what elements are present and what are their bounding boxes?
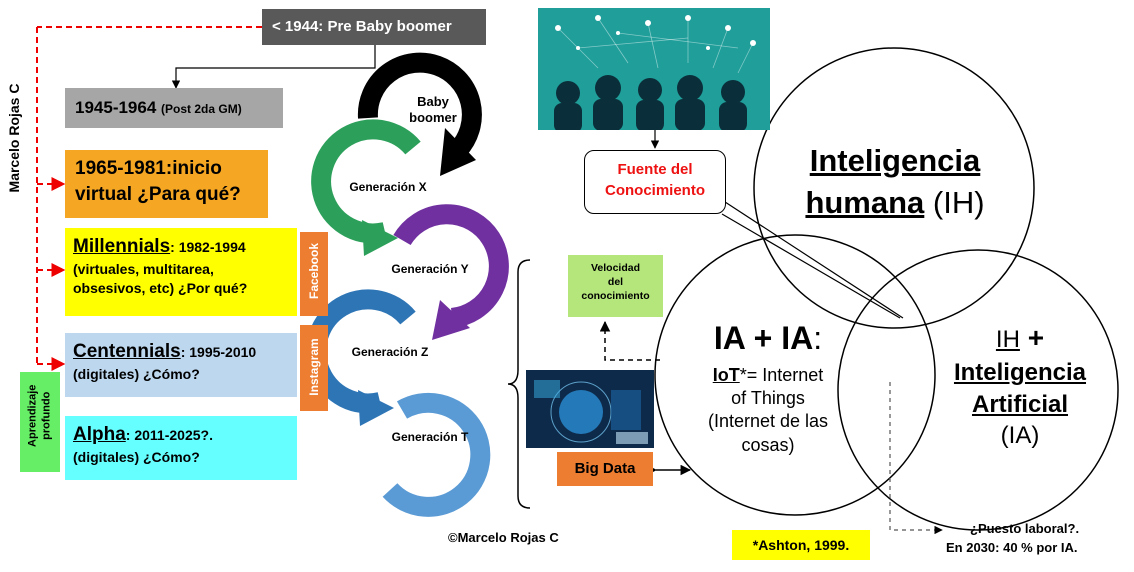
facebook-badge: Facebook <box>300 232 328 316</box>
centennials-box: Centennials: 1995-2010 (digitales) ¿Cómo… <box>65 333 297 397</box>
fuente-line2: Conocimiento <box>605 182 705 199</box>
iot-line4: cosas) <box>741 434 795 455</box>
arc-label-x-text: Generación X <box>349 180 427 194</box>
velocidad-dashed-arrow <box>599 320 660 361</box>
ih-line2b: (IH) <box>924 184 985 220</box>
copyright-text: ©Marcelo Rojas C <box>448 530 559 545</box>
ih-line1: Inteligencia <box>809 143 981 178</box>
red-dashed-connector <box>36 26 262 371</box>
fuente-box: Fuente del Conocimiento <box>584 150 726 214</box>
ashton-text: *Ashton, 1999. <box>752 537 850 553</box>
venn-circles <box>654 47 1119 531</box>
ihai-line3: Artificial <box>971 390 1069 418</box>
puesto-line2: En 2030: 40 % por IA. <box>946 539 1078 555</box>
arc-label-t-text: Generación T <box>391 430 469 444</box>
copyright: ©Marcelo Rojas C <box>448 530 559 545</box>
big-data-brace <box>507 259 531 509</box>
boomer-box: 1945-1964 (Post 2da GM) <box>65 88 283 128</box>
puesto-note: ¿Puesto laboral?. En 2030: 40 % por IA. <box>946 520 1126 558</box>
velocidad-line3: conocimiento <box>581 290 650 303</box>
pre-boomer-text: < 1944: Pre Baby boomer <box>272 18 452 35</box>
arc-label-boomer-text: Baby boomer <box>409 94 457 126</box>
knowledge-network-image <box>538 8 770 130</box>
instagram-badge: Instagram <box>300 325 328 411</box>
millennials-box: Millennials: 1982-1994 (virtuales, multi… <box>65 228 297 316</box>
ihai-line4: (IA) <box>1000 422 1040 450</box>
ihai-line1b: + <box>1019 322 1045 353</box>
fuente-line1: Fuente del <box>617 161 693 178</box>
centennials-years: : 1995-2010 <box>180 344 257 360</box>
deep-learning-badge: Aprendizaje profundo <box>20 372 60 472</box>
big-data-illustration <box>534 380 648 444</box>
fuente-pointer-lines <box>721 199 904 319</box>
big-data-box: Big Data <box>557 452 653 486</box>
arc-label-t: Generación T <box>390 430 470 446</box>
ihai-label: IH + Inteligencia Artificial (IA) <box>930 320 1110 452</box>
alpha-box: Alpha: 2011-2025?. (digitales) ¿Cómo? <box>65 416 297 480</box>
millennials-years: : 1982-1994 <box>170 239 246 255</box>
iot-line2: of Things <box>731 387 805 408</box>
arc-label-z: Generación Z <box>350 345 430 361</box>
boomer-note: (Post 2da GM) <box>161 102 242 116</box>
author-vertical-label: Marcelo Rojas C <box>0 60 28 220</box>
deep-learning-text: Aprendizaje profundo <box>26 384 52 447</box>
preboomer-connector <box>171 45 376 89</box>
author-text: Marcelo Rojas C <box>6 83 22 193</box>
velocidad-line2: del <box>607 276 624 289</box>
boomer-years: 1945-1964 <box>75 98 157 117</box>
facebook-text: Facebook <box>307 243 321 300</box>
centennials-name: Centennials <box>73 341 181 362</box>
velocidad-line1: Velocidad <box>590 262 641 274</box>
big-data-text: Big Data <box>574 460 636 477</box>
iot-line3: (Internet de las <box>707 411 829 432</box>
iaia-label: IA + IA: IoT*= Internet of Things (Inter… <box>688 318 848 457</box>
ihai-line1a: IH <box>995 326 1020 353</box>
big-data-image <box>526 370 654 448</box>
millennials-line3: obsesivos, etc) ¿Por qué? <box>73 279 248 296</box>
iaia-title: IA + IA <box>713 320 814 356</box>
genx-line2: virtual ¿Para qué? <box>75 183 241 205</box>
network-illustration <box>554 15 756 130</box>
puesto-dashed-arrow <box>889 382 943 535</box>
iot-rest: *= Internet <box>739 364 824 385</box>
instagram-text: Instagram <box>307 338 321 396</box>
arc-label-x: Generación X <box>348 180 428 196</box>
millennials-line2: (virtuales, multitarea, <box>73 260 214 277</box>
pre-boomer-box: < 1944: Pre Baby boomer <box>262 9 486 45</box>
millennials-name: Millennials <box>73 236 171 257</box>
arc-label-z-text: Generación Z <box>351 345 429 359</box>
alpha-line2: (digitales) ¿Cómo? <box>73 448 200 465</box>
iot-abbr: IoT <box>712 364 740 385</box>
velocidad-box: Velocidad del conocimiento <box>568 255 663 317</box>
centennials-line2: (digitales) ¿Cómo? <box>73 365 200 382</box>
arc-label-y-text: Generación Y <box>391 262 469 276</box>
ihai-line2: Inteligencia <box>953 358 1087 386</box>
alpha-years: : 2011-2025?. <box>125 427 213 443</box>
arc-label-y: Generación Y <box>390 262 470 278</box>
genx-line1: 1965-1981:inicio <box>75 158 222 179</box>
genx-box: 1965-1981:inicio virtual ¿Para qué? <box>65 150 268 218</box>
arc-label-boomer: Baby boomer <box>400 94 466 127</box>
puesto-line1: ¿Puesto laboral?. <box>970 521 1080 536</box>
ih-line2a: humana <box>805 184 925 220</box>
ih-label: Inteligencia humana (IH) <box>780 140 1010 224</box>
iaia-colon: : <box>813 320 823 356</box>
alpha-name: Alpha <box>73 424 126 445</box>
ashton-note: *Ashton, 1999. <box>732 530 870 560</box>
